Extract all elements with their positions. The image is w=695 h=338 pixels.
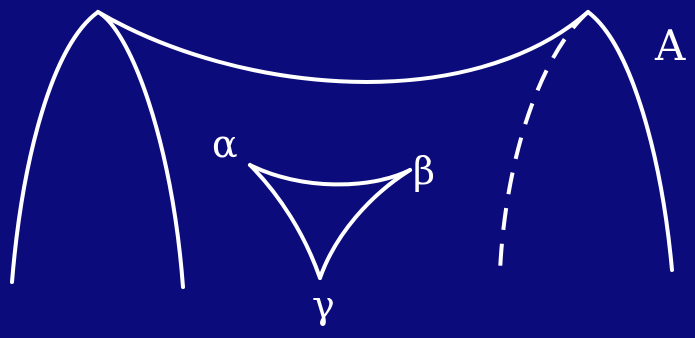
label-gamma: γ [312, 283, 335, 327]
label-alpha: α [212, 122, 238, 166]
triangle-side-alpha-beta [248, 163, 412, 187]
label-a: A [654, 21, 686, 70]
left-mound-outer-curve [10, 10, 100, 284]
right-mound-hidden-dashed-curve [498, 10, 590, 273]
top-connecting-curve [96, 10, 590, 84]
left-mound-inner-curve [96, 10, 185, 289]
triangle-side-alpha-gamma [248, 163, 322, 280]
right-mound-outer-curve [586, 10, 674, 272]
label-beta: β [413, 149, 435, 193]
triangle-side-beta-gamma [318, 168, 412, 280]
